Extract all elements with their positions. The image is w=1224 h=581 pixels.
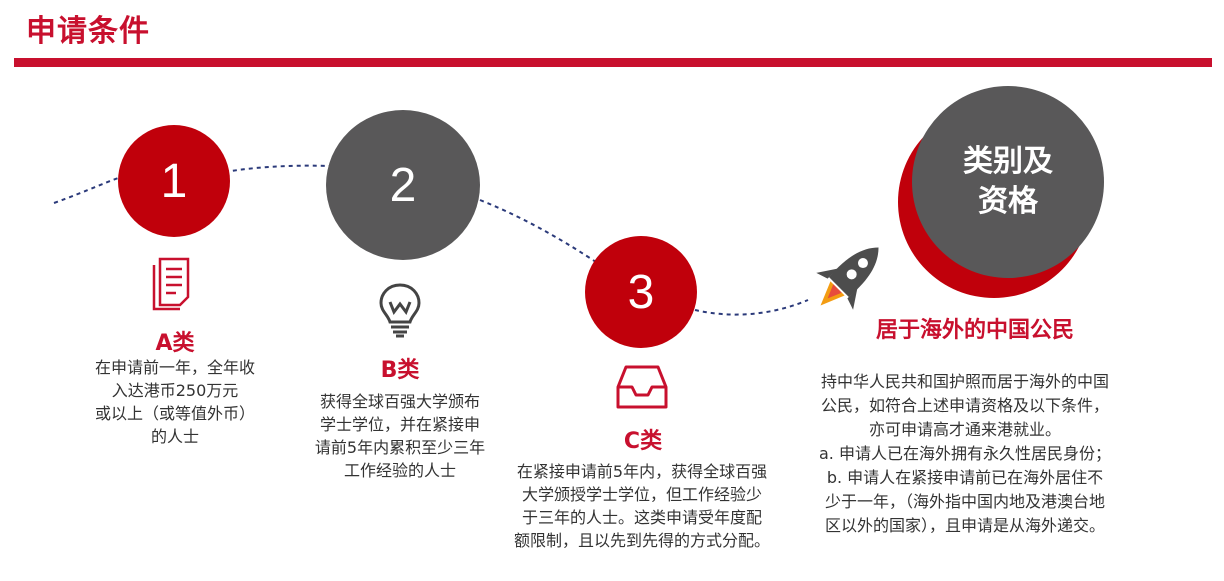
page-title: 申请条件 <box>26 14 150 49</box>
step-2-number: 2 <box>389 158 417 212</box>
step-1-circle: 1 <box>118 125 230 237</box>
lightbulb-icon <box>379 283 421 338</box>
category-a-label: A类 <box>155 331 195 356</box>
category-b-description: 获得全球百强大学颁布 学士学位，并在紧接申 请前5年内累积至少三年 工作经验的人… <box>314 392 486 480</box>
document-icon <box>152 257 190 311</box>
category-c-label: C类 <box>623 429 663 454</box>
rocket-icon <box>816 247 879 310</box>
eligibility-description: 持中华人民共和国护照而居于海外的中国 公民，如符合上述申请资格及以下条件， 亦可… <box>819 372 1111 535</box>
eligibility-circle-line-1: 类别及 <box>963 144 1053 179</box>
step-2-circle: 2 <box>326 110 480 260</box>
category-c-description: 在紧接申请前5年内，获得全球百强 大学颁授学士学位，但工作经验少 于三年的人士。… <box>513 462 770 550</box>
category-b-label: B类 <box>380 358 420 383</box>
eligibility-title: 居于海外的中国公民 <box>875 318 1074 343</box>
title-underline <box>14 58 1212 67</box>
inbox-tray-icon <box>616 365 668 409</box>
step-1-number: 1 <box>160 154 188 208</box>
eligibility-circle: 类别及 资格 <box>912 86 1104 278</box>
step-3-number: 3 <box>627 265 655 319</box>
eligibility-circle-line-2: 资格 <box>978 184 1038 219</box>
step-3-circle: 3 <box>585 236 697 348</box>
category-a-description: 在申请前一年，全年收 入达港币250万元 或以上（或等值外币） 的人士 <box>94 358 255 446</box>
